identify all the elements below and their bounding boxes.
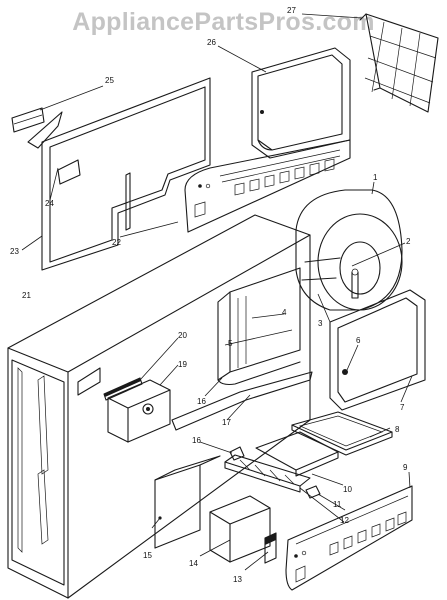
watermark-text: AppliancePartsPros.com (72, 8, 375, 36)
callout-20: 20 (178, 331, 187, 340)
part-21-cabinet (7, 214, 311, 599)
callout-9: 9 (403, 463, 408, 472)
callout-6: 6 (356, 336, 361, 345)
callout-14: 14 (189, 559, 198, 568)
leader-lines (21, 13, 413, 571)
callout-labels: 27 26 25 1 2 3 4 5 6 24 22 23 21 20 19 1… (10, 6, 411, 584)
callout-13: 13 (233, 575, 242, 584)
part-11-clip (305, 485, 321, 499)
callout-27: 27 (287, 6, 296, 15)
callout-11: 11 (333, 500, 342, 509)
callout-16-upper: 16 (197, 397, 206, 406)
part-16-lower-clip (229, 446, 245, 461)
callout-23: 23 (10, 247, 19, 256)
part-10-divider (255, 431, 339, 477)
callout-4: 4 (282, 308, 287, 317)
louver-panel-upper (184, 139, 351, 233)
callout-3: 3 (318, 319, 323, 328)
callout-19: 19 (178, 360, 187, 369)
callout-24: 24 (45, 199, 54, 208)
callout-17: 17 (222, 418, 231, 427)
callout-5: 5 (228, 339, 233, 348)
part-1-blower (295, 189, 403, 311)
callout-2: 2 (406, 237, 411, 246)
callout-26: 26 (207, 38, 216, 47)
callout-7: 7 (400, 403, 405, 412)
part-4-5-inner-frame (217, 267, 301, 386)
part-14-box (209, 495, 271, 563)
part-23-top-panel (41, 77, 211, 271)
part-27-filter (359, 13, 439, 113)
part-12-channel (224, 454, 311, 493)
part-13-bracket (264, 532, 277, 564)
part-26-door-panel (251, 47, 351, 159)
callout-10: 10 (343, 485, 352, 494)
part-25-bracket (11, 107, 45, 133)
part-24-plate (27, 111, 63, 149)
part-20-bracket (103, 377, 143, 401)
callout-8: 8 (395, 425, 400, 434)
part-7-side-door (329, 289, 426, 411)
callout-16-lower: 16 (192, 436, 201, 445)
callout-1: 1 (373, 173, 378, 182)
part-19-control-box (107, 379, 171, 443)
callout-15: 15 (143, 551, 152, 560)
callout-21: 21 (22, 291, 31, 300)
callout-22: 22 (112, 238, 121, 247)
callout-25: 25 (105, 76, 114, 85)
callout-12: 12 (340, 516, 349, 525)
part-17-base-rail (171, 371, 313, 431)
part-9-louver-panel (285, 485, 413, 591)
